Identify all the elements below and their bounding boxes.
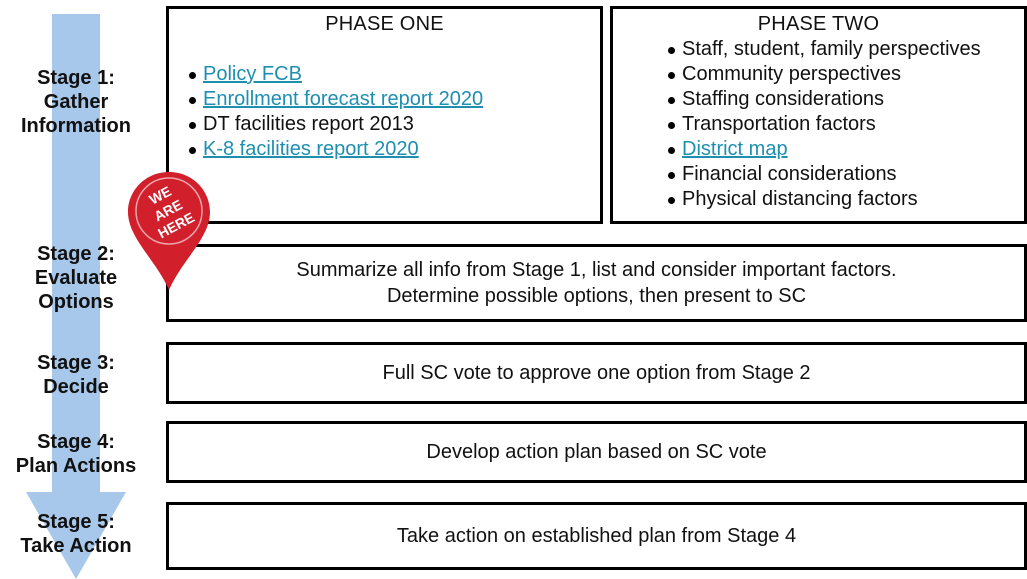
stage-1-label: Stage 1: Gather Information (0, 66, 152, 138)
phase-one-list: Policy FCB Enrollment forecast report 20… (187, 62, 600, 162)
phase-two-item: Staff, student, family perspectives (666, 37, 1024, 62)
phase-two-item: Staffing considerations (666, 87, 1024, 112)
stage-2-label: Stage 2: Evaluate Options (0, 242, 152, 314)
policy-fcb-link[interactable]: Policy FCB (203, 63, 302, 85)
stage-2-text-line2: Determine possible options, then present… (386, 285, 807, 307)
phase-two-item-text: Financial considerations (682, 163, 897, 185)
stage-4-label: Stage 4: Plan Actions (0, 430, 152, 478)
stage-5-text: Take action on established plan from Sta… (396, 525, 797, 547)
stage-3-label: Stage 3: Decide (0, 351, 152, 399)
phase-two-box: PHASE TWO Staff, student, family perspec… (610, 6, 1027, 224)
phase-one-item: DT facilities report 2013 (187, 112, 600, 137)
stage-5-box: Take action on established plan from Sta… (166, 502, 1027, 570)
stage-2-text-line1: Summarize all info from Stage 1, list an… (296, 259, 897, 281)
phase-two-item: Transportation factors (666, 112, 1024, 137)
phase-one-item[interactable]: K-8 facilities report 2020 (187, 137, 600, 162)
stage-3-text: Full SC vote to approve one option from … (382, 362, 811, 384)
stage-4-title: Plan Actions (15, 455, 137, 477)
phase-two-item: Community perspectives (666, 62, 1024, 87)
phase-two-item: Financial considerations (666, 162, 1024, 187)
stage-3-number: Stage 3: (37, 352, 115, 374)
phase-two-item-text: Staffing considerations (682, 88, 884, 110)
stage-5-label: Stage 5: Take Action (0, 510, 152, 558)
dt-facilities-text: DT facilities report 2013 (203, 113, 414, 135)
stage-3-title: Decide (43, 376, 109, 398)
phase-two-item-text: Community perspectives (682, 63, 901, 85)
stage-4-number: Stage 4: (37, 431, 115, 453)
district-map-link[interactable]: District map (682, 138, 788, 160)
stage-4-box: Develop action plan based on SC vote (166, 421, 1027, 483)
stage-3-box: Full SC vote to approve one option from … (166, 342, 1027, 404)
stage-5-title: Take Action (20, 535, 132, 557)
phase-one-title: PHASE ONE (325, 13, 444, 35)
progress-arrow (26, 14, 126, 579)
phase-two-item-text: Staff, student, family perspectives (682, 38, 981, 60)
phase-two-item-text: Physical distancing factors (682, 188, 918, 210)
stage-1-title-line2: Information (21, 115, 131, 137)
stage-4-text: Develop action plan based on SC vote (426, 441, 767, 463)
phase-two-item-text: Transportation factors (682, 113, 876, 135)
k8-facilities-link[interactable]: K-8 facilities report 2020 (203, 138, 419, 160)
we-are-here-marker-icon: WE ARE HERE (128, 172, 210, 290)
stage-2-title-line2: Options (38, 291, 114, 313)
stage-2-number: Stage 2: (37, 243, 115, 265)
stage-2-title-line1: Evaluate (34, 267, 118, 289)
phase-one-item[interactable]: Enrollment forecast report 2020 (187, 87, 600, 112)
phase-one-item[interactable]: Policy FCB (187, 62, 600, 87)
phase-two-title: PHASE TWO (757, 13, 880, 35)
enrollment-forecast-link[interactable]: Enrollment forecast report 2020 (203, 88, 484, 110)
stage-2-box: Summarize all info from Stage 1, list an… (166, 244, 1027, 322)
phase-two-item: Physical distancing factors (666, 187, 1024, 212)
phase-two-item[interactable]: District map (666, 137, 1024, 162)
phase-two-list: Staff, student, family perspectives Comm… (666, 37, 1024, 212)
stage-5-number: Stage 5: (37, 511, 115, 533)
stage-1-number: Stage 1: (37, 67, 115, 89)
phase-one-box: PHASE ONE Policy FCB Enrollment forecast… (166, 6, 603, 224)
stage-1-title-line1: Gather (43, 91, 109, 113)
